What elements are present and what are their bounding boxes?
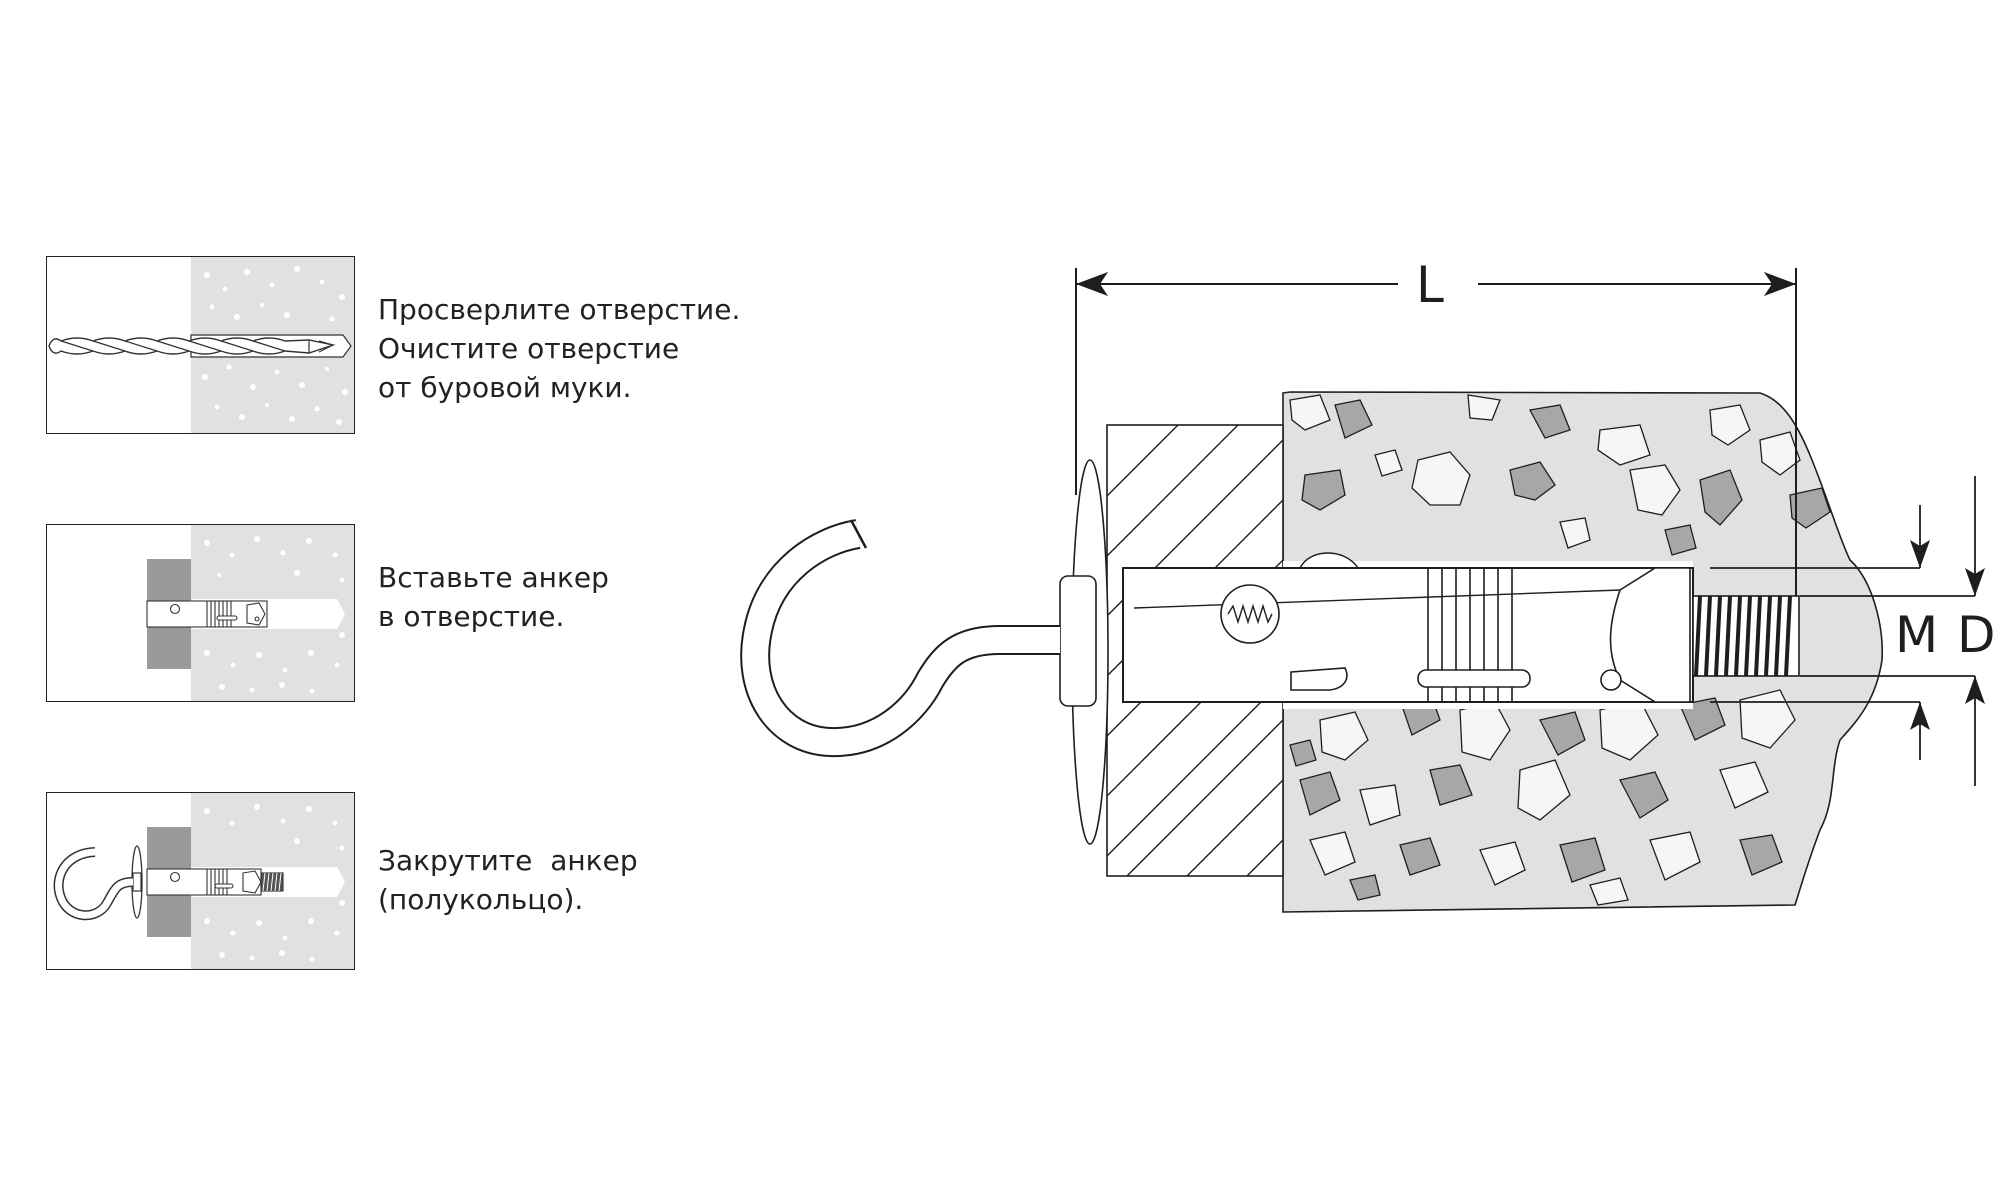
- concrete-aggregate-stones: [1289, 394, 1831, 906]
- arrow-down-icon: [1910, 540, 1930, 568]
- threaded-stud-icon: [1692, 595, 1800, 677]
- length-dimension: [1075, 268, 1797, 596]
- concrete-aggregate: [204, 804, 345, 962]
- concrete-aggregate: [204, 536, 345, 694]
- step-2-illustration: [46, 524, 355, 702]
- inserting-anchor-illustration: [146, 525, 354, 701]
- step-2-text: Вставьте анкер в отверстие.: [378, 561, 609, 633]
- dimension-label-thread: M: [1895, 606, 1938, 664]
- spring-icon: [1227, 603, 1273, 625]
- tab-icon: [1290, 667, 1348, 691]
- anchor-sleeve: [1122, 567, 1694, 703]
- drill-bit-icon: [48, 337, 336, 355]
- step-3-text: Закрутите анкер (полукольцо).: [378, 844, 638, 916]
- arrow-down-icon: [1965, 568, 1985, 596]
- slot-icon: [1417, 669, 1531, 688]
- expansion-slots: [1427, 568, 1513, 702]
- arrow-left-icon: [1076, 272, 1108, 296]
- installed-anchor-icon: [146, 868, 284, 896]
- drilling-illustration: [48, 257, 354, 433]
- anchor-sleeve-icon: [146, 600, 268, 628]
- hook-icon: [740, 519, 1060, 758]
- washer-hub-icon: [1059, 575, 1097, 707]
- dimension-label-diameter: D: [1957, 606, 1996, 664]
- step-3-illustration: [46, 792, 355, 970]
- cone-nut-icon: [1609, 567, 1691, 703]
- hole-icon: [1600, 669, 1622, 691]
- step-1-text: Просверлите отверстие. Очистите отверсти…: [378, 293, 741, 404]
- step-1-illustration: [46, 256, 355, 434]
- screwing-hook-illustration: [53, 793, 354, 969]
- arrow-up-icon: [1965, 676, 1985, 704]
- concrete-aggregate: [202, 266, 348, 425]
- dimension-label-length: L: [1416, 256, 1444, 314]
- arrow-right-icon: [1764, 272, 1796, 296]
- diameter-dimensions: [1710, 476, 1985, 786]
- hook-icon: [53, 847, 134, 921]
- arrow-up-icon: [1910, 702, 1930, 730]
